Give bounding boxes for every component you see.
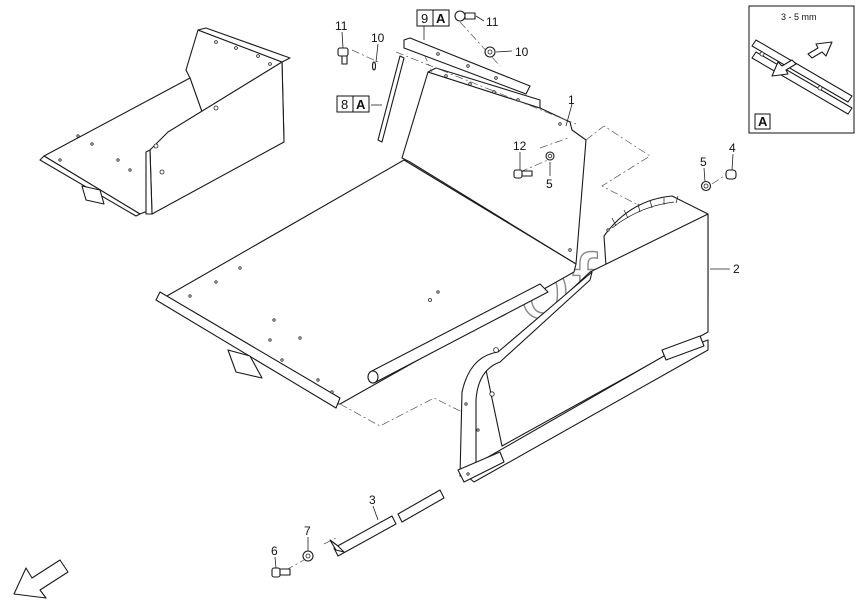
reference-tray-view (39, 27, 291, 217)
washer-part-7 (302, 550, 314, 562)
callout-11-right: 11 (486, 15, 499, 29)
callout-3: 3 (369, 493, 376, 507)
ref-9-number: 9 (421, 11, 428, 26)
washer-10-left (371, 61, 377, 71)
callout-10-left: 10 (371, 31, 385, 45)
direction-arrow-icon (13, 559, 69, 599)
bolt-12 (513, 169, 533, 179)
reference-9-A: 9 A (416, 9, 450, 27)
reference-8-A: 8 A (336, 95, 370, 113)
bolt-11-left (337, 47, 349, 65)
callout-11-left: 11 (335, 19, 348, 33)
ref-8-number: 8 (341, 97, 348, 112)
tray-part-1 (155, 67, 591, 409)
hardware (271, 10, 737, 578)
rod-part-3 (329, 489, 445, 557)
callout-10-right: 10 (515, 45, 529, 59)
callout-2: 2 (733, 262, 740, 276)
bolt-11-right (454, 10, 476, 22)
bolt-part-6 (271, 567, 291, 578)
ref-9-letter: A (436, 11, 446, 26)
detail-dimension: 3 - 5 mm (781, 12, 817, 22)
detail-arrow-lower (771, 59, 797, 77)
ref-8-letter: A (356, 97, 366, 112)
detail-a-inset: 3 - 5 mm A (748, 5, 855, 134)
callout-1: 1 (568, 93, 575, 107)
nut-5-right (700, 180, 712, 192)
callout-5-right: 5 (700, 155, 707, 169)
callout-6: 6 (271, 544, 278, 558)
detail-arrow-upper (807, 41, 833, 59)
callout-12: 12 (513, 139, 527, 153)
detail-label: A (758, 114, 768, 129)
callout-5-middle: 5 (546, 177, 553, 191)
assembly-lines (285, 21, 731, 571)
cap-part-4 (725, 169, 737, 180)
callout-7: 7 (304, 524, 311, 538)
side-box-part-2 (457, 195, 709, 483)
rod-part-10 (377, 55, 405, 143)
callout-leaders (274, 15, 734, 569)
callout-4: 4 (729, 141, 736, 155)
nut-5-middle (545, 151, 555, 161)
